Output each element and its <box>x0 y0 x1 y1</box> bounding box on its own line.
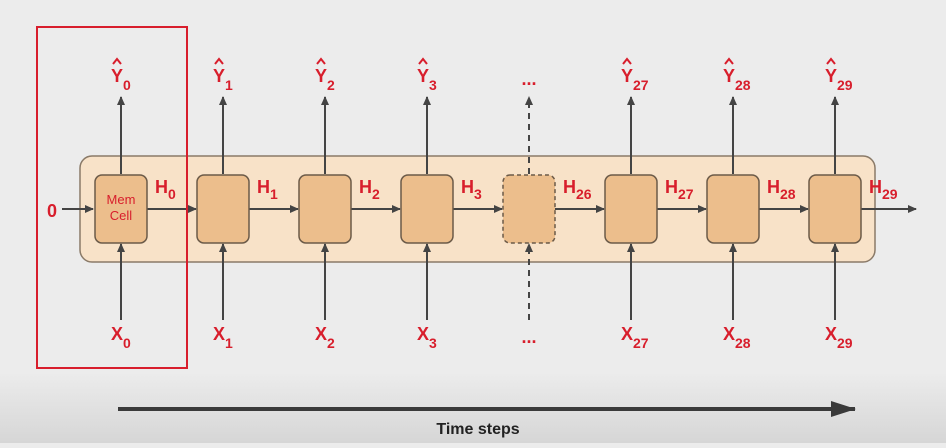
memory-cells <box>94 174 862 244</box>
hat-accent-icon <box>826 57 836 65</box>
input-output-arrows <box>117 96 839 320</box>
input-label: X2 <box>315 324 335 351</box>
hidden-state-label: H27 <box>665 177 694 202</box>
initial-state-label: 0 <box>47 201 57 221</box>
hat-accent-icon <box>214 57 224 65</box>
output-label: Y28 <box>723 66 751 93</box>
time-steps-label: Time steps <box>436 421 519 438</box>
hat-accent-icon <box>112 57 122 65</box>
memory-cell <box>400 174 454 244</box>
input-label: X0 <box>111 324 131 351</box>
input-label: X3 <box>417 324 437 351</box>
input-label: X1 <box>213 324 233 351</box>
input-label: X28 <box>723 324 751 351</box>
output-ellipsis: ... <box>521 69 536 89</box>
memory-cell <box>706 174 760 244</box>
output-label: Y1 <box>213 66 233 93</box>
input-label: X29 <box>825 324 853 351</box>
input-ellipsis: ... <box>521 327 536 347</box>
memory-cell-placeholder <box>502 174 556 244</box>
hidden-state-label: H1 <box>257 177 278 202</box>
memory-cell <box>808 174 862 244</box>
output-label: Y3 <box>417 66 437 93</box>
hidden-state-label: H3 <box>461 177 482 202</box>
output-label: Y27 <box>621 66 649 93</box>
hat-accent-icon <box>316 57 326 65</box>
hidden-state-label: H26 <box>563 177 592 202</box>
memory-cell <box>196 174 250 244</box>
output-label: Y29 <box>825 66 853 93</box>
hidden-state-label: H29 <box>869 177 898 202</box>
hidden-state-label: H28 <box>767 177 796 202</box>
hidden-state-label: H2 <box>359 177 380 202</box>
output-label: Y0 <box>111 66 131 93</box>
memory-cell <box>298 174 352 244</box>
output-label: Y2 <box>315 66 335 93</box>
hat-accent-icon <box>418 57 428 65</box>
input-label: X27 <box>621 324 649 351</box>
memory-cell <box>94 174 148 244</box>
cell-label-line1: Mem <box>107 192 136 207</box>
memory-cell <box>604 174 658 244</box>
hidden-state-label: H0 <box>155 177 176 202</box>
hat-accent-icon <box>622 57 632 65</box>
cell-label-line2: Cell <box>110 208 133 223</box>
single-step-highlight-box <box>36 26 188 369</box>
hat-accent-icon <box>724 57 734 65</box>
